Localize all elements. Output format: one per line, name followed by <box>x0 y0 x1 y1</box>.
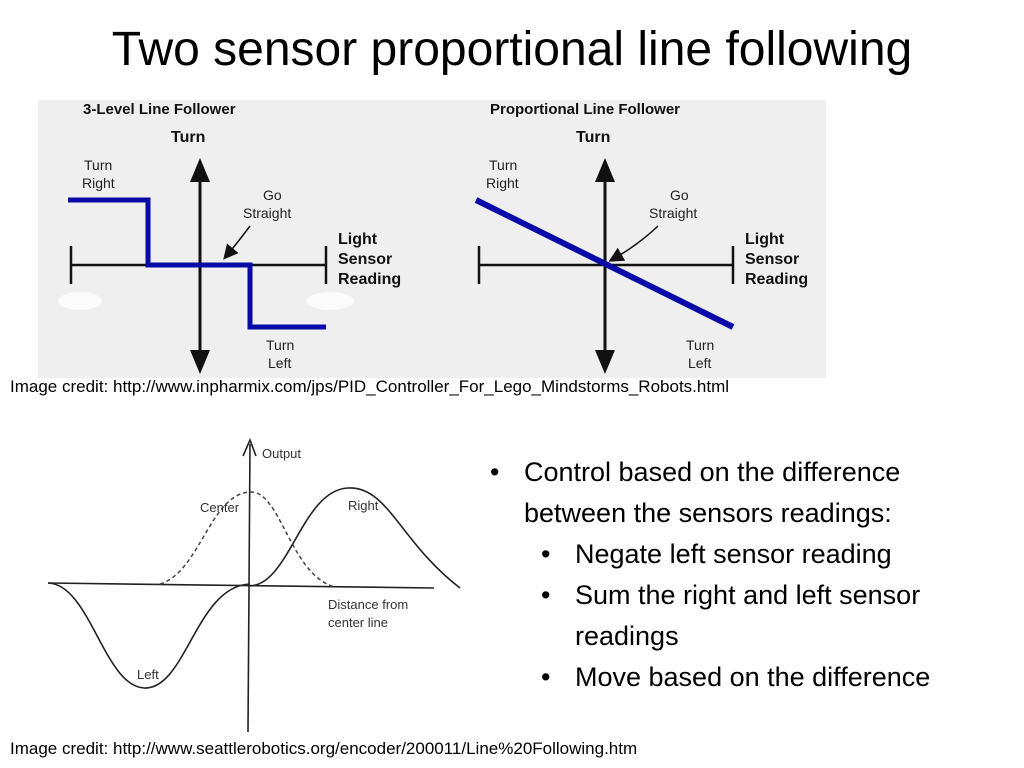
slide-title: Two sensor proportional line following <box>111 23 913 76</box>
three-level-diagram: 3-Level Line Follower Turn Turn Right Go… <box>38 100 443 378</box>
bullet-dot: • <box>541 662 551 692</box>
turn-left-label: Turn Left <box>266 337 298 371</box>
left-label: Left <box>137 667 159 682</box>
sensor-output-diagram: Output Center Right Left Distance from c… <box>40 432 470 736</box>
diagram-left-title: 3-Level Line Follower <box>83 101 236 118</box>
light-sensor-reading-label: Light Sensor Reading <box>745 231 808 288</box>
center-label: Center <box>200 500 240 515</box>
image-credit-bottom: Image credit: http://www.seattlerobotics… <box>10 739 638 758</box>
turn-right-label: Turn Right <box>82 157 116 191</box>
bullet-list: • Control based on the difference betwee… <box>490 452 1010 698</box>
turn-right-label: Turn Right <box>486 157 521 191</box>
vertical-axis <box>190 158 210 374</box>
go-straight-pointer <box>608 225 659 262</box>
proportional-response-line <box>474 197 735 330</box>
sub-bullet-item: • Sum the right and left sensor readings <box>490 575 1010 657</box>
diagram-right-y-label: Turn <box>576 129 610 146</box>
proportional-diagram: Proportional Line Follower Turn Turn Rig… <box>443 100 826 378</box>
right-sensor-curve <box>249 487 461 589</box>
output-label: Output <box>262 446 301 461</box>
go-straight-label: Go Straight <box>243 187 291 221</box>
bullet-dot: • <box>541 580 551 610</box>
right-label: Right <box>348 498 379 513</box>
three-level-response-line <box>68 197 326 330</box>
distance-label: Distance from center line <box>328 597 412 630</box>
turn-left-label: Turn Left <box>686 337 718 371</box>
smudge <box>306 292 354 310</box>
go-straight-label: Go Straight <box>649 187 697 221</box>
diagram-left-y-label: Turn <box>171 129 205 146</box>
go-straight-pointer <box>223 225 251 260</box>
light-sensor-reading-label: Light Sensor Reading <box>338 231 401 288</box>
bullet-item: • Control based on the difference betwee… <box>490 452 1010 534</box>
center-sensor-curve <box>159 491 333 587</box>
image-credit-top: Image credit: http://www.inpharmix.com/j… <box>10 377 730 396</box>
bullet-dot: • <box>541 539 551 569</box>
smudge <box>58 292 102 310</box>
diagram-right-title: Proportional Line Follower <box>490 101 680 118</box>
sub-bullet-item: • Move based on the difference <box>490 657 1010 698</box>
vertical-axis <box>595 158 615 374</box>
output-axis <box>242 437 257 733</box>
sub-bullet-item: • Negate left sensor reading <box>490 534 1010 575</box>
left-sensor-curve <box>47 582 251 689</box>
bullet-dot: • <box>490 457 500 487</box>
